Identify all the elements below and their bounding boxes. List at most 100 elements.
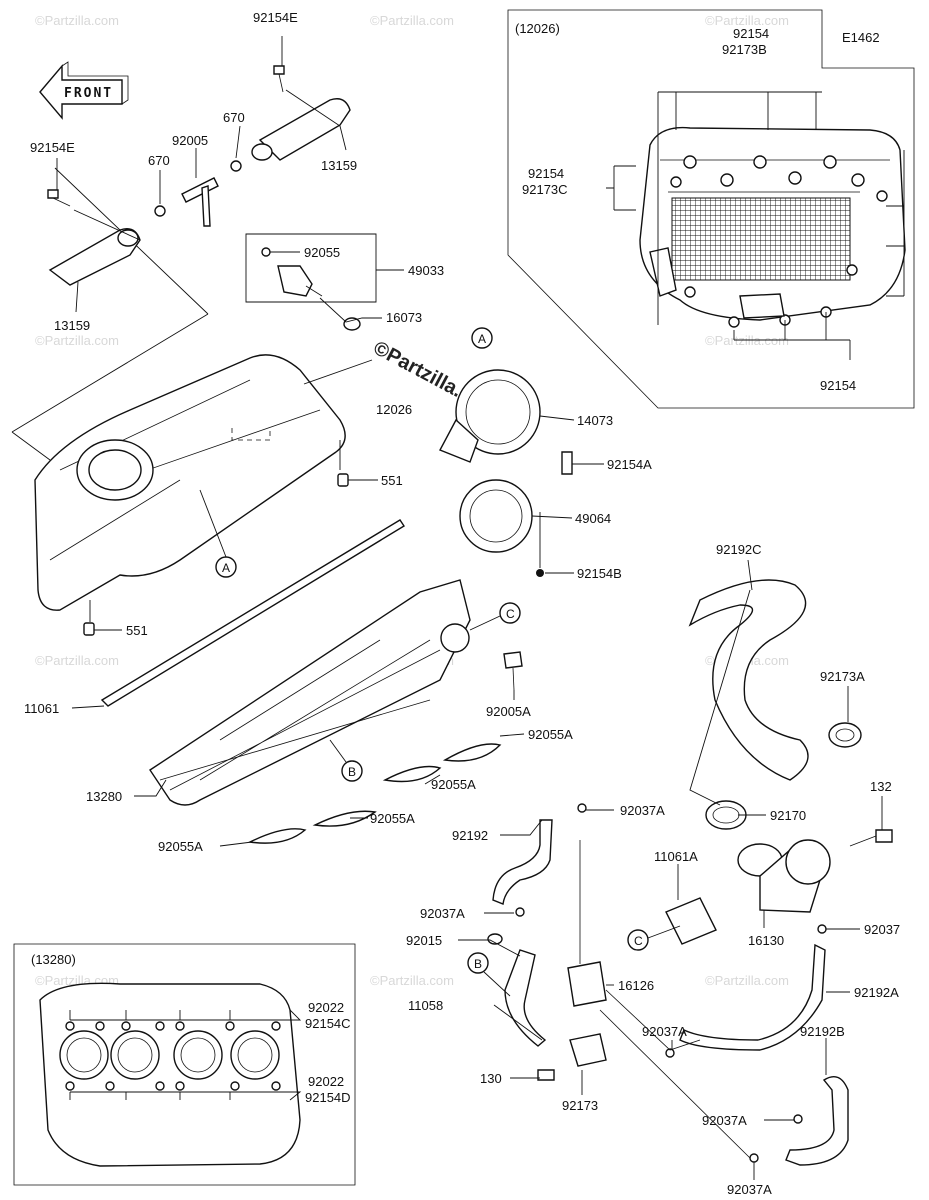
damper-551-a — [337, 473, 349, 487]
inset-12026: (12026) E1462 92154 92173B 92154 92173C … — [507, 9, 915, 409]
oring-670-a — [230, 160, 242, 172]
callout-c-base: C — [469, 602, 521, 631]
svg-text:92173C: 92173C — [522, 182, 568, 197]
svg-text:16130: 16130 — [748, 933, 784, 948]
callout-b-base: B — [329, 739, 363, 782]
svg-text:92154D: 92154D — [305, 1090, 351, 1105]
svg-text:92154A: 92154A — [607, 457, 652, 472]
svg-text:©Partzilla.com: ©Partzilla.com — [370, 973, 454, 988]
svg-text:92015: 92015 — [406, 933, 442, 948]
bolt-heads — [65, 1021, 281, 1091]
svg-text:92154B: 92154B — [577, 566, 622, 581]
svg-text:92154: 92154 — [820, 378, 856, 393]
svg-text:92154C: 92154C — [305, 1016, 351, 1031]
svg-text:92192A: 92192A — [854, 985, 899, 1000]
svg-text:C: C — [506, 607, 515, 621]
nut-92154B — [536, 569, 544, 577]
duct-14073 — [439, 369, 541, 463]
svg-text:16073: 16073 — [386, 310, 422, 325]
gasket-49064 — [459, 479, 533, 553]
svg-text:©Partzilla.com: ©Partzilla.com — [35, 333, 119, 348]
intake-seals — [247, 743, 502, 844]
gasket-11061 — [100, 519, 405, 707]
svg-text:92173B: 92173B — [722, 42, 767, 57]
valve-49033 — [277, 265, 323, 297]
hose-92192 — [492, 819, 553, 905]
inset-title: (12026) — [515, 21, 560, 36]
diagram-code: E1462 — [842, 30, 880, 45]
clips-92037A — [515, 803, 803, 1163]
filter-mesh — [671, 197, 851, 281]
gasket-11061A — [665, 897, 717, 945]
hose-92192A — [679, 943, 826, 1051]
callout-b-bracket: B — [467, 952, 511, 997]
cap-16073 — [343, 317, 361, 331]
svg-text:670: 670 — [223, 110, 245, 125]
svg-text:14073: 14073 — [577, 413, 613, 428]
svg-text:92192: 92192 — [452, 828, 488, 843]
damper-551-b — [83, 622, 95, 636]
svg-text:B: B — [474, 957, 482, 971]
bolt-130 — [537, 1069, 555, 1081]
bolt-92154A — [561, 451, 573, 475]
bolt-heads — [670, 155, 888, 328]
bracket-11058 — [504, 949, 547, 1047]
svg-text:©Partzilla.com: ©Partzilla.com — [705, 13, 789, 28]
svg-text:92154: 92154 — [528, 166, 564, 181]
svg-text:11058: 11058 — [408, 998, 443, 1013]
hose-92192B — [785, 1076, 849, 1166]
svg-text:11061A: 11061A — [654, 849, 698, 864]
svg-text:92055: 92055 — [304, 245, 340, 260]
callout-a-box: A — [199, 489, 237, 578]
svg-text:92055A: 92055A — [528, 727, 573, 742]
svg-text:130: 130 — [480, 1071, 502, 1086]
valve-16130 — [737, 839, 831, 913]
svg-text:©Partzilla.com: ©Partzilla.com — [35, 13, 119, 28]
inset-13280: (13280) 92022 92154C 92022 92154D — [13, 943, 356, 1186]
clip-92037 — [817, 924, 827, 934]
svg-text:13280: 13280 — [86, 789, 122, 804]
nut-92015 — [487, 933, 503, 945]
svg-text:92173A: 92173A — [820, 669, 865, 684]
svg-text:13159: 13159 — [54, 318, 90, 333]
svg-text:92037A: 92037A — [642, 1024, 687, 1039]
callout-a-top: A — [471, 327, 493, 349]
clamp-92173A — [828, 722, 862, 748]
svg-text:92055A: 92055A — [431, 777, 476, 792]
svg-text:©Partzilla.com: ©Partzilla.com — [705, 333, 789, 348]
svg-text:551: 551 — [381, 473, 403, 488]
bolt-92154E-left — [47, 189, 71, 207]
oring-670-b — [154, 205, 166, 217]
svg-text:FRONT: FRONT — [64, 86, 113, 101]
group-49033-frame — [245, 233, 377, 303]
svg-text:92037A: 92037A — [620, 803, 665, 818]
bracket-13159-right — [251, 98, 351, 161]
svg-text:92037A: 92037A — [420, 906, 465, 921]
svg-text:©Partzilla.com: ©Partzilla.com — [35, 653, 119, 668]
svg-text:92154E: 92154E — [253, 10, 298, 25]
svg-text:©Partzilla.com: ©Partzilla.com — [370, 13, 454, 28]
svg-text:670: 670 — [148, 153, 170, 168]
svg-text:A: A — [478, 332, 486, 346]
svg-text:92037A: 92037A — [727, 1182, 772, 1197]
svg-text:92022: 92022 — [308, 1074, 344, 1089]
svg-text:92055A: 92055A — [158, 839, 203, 854]
clamp-92173 — [569, 1033, 607, 1067]
svg-text:551: 551 — [126, 623, 148, 638]
leader-lines — [56, 36, 883, 1180]
svg-text:©Partzilla.com: ©Partzilla.com — [705, 973, 789, 988]
svg-text:92173: 92173 — [562, 1098, 598, 1113]
svg-text:11061: 11061 — [24, 701, 59, 716]
vent-tubes — [599, 989, 751, 1159]
air-box-cover — [11, 167, 373, 611]
oring-92055 — [261, 247, 271, 257]
bolt-132 — [849, 829, 893, 847]
svg-text:92192B: 92192B — [800, 1024, 845, 1039]
hose-92192C — [688, 579, 809, 781]
svg-text:92154: 92154 — [733, 26, 769, 41]
svg-text:B: B — [348, 765, 356, 779]
svg-text:92005: 92005 — [172, 133, 208, 148]
svg-text:92037: 92037 — [864, 922, 900, 937]
svg-text:49064: 49064 — [575, 511, 611, 526]
